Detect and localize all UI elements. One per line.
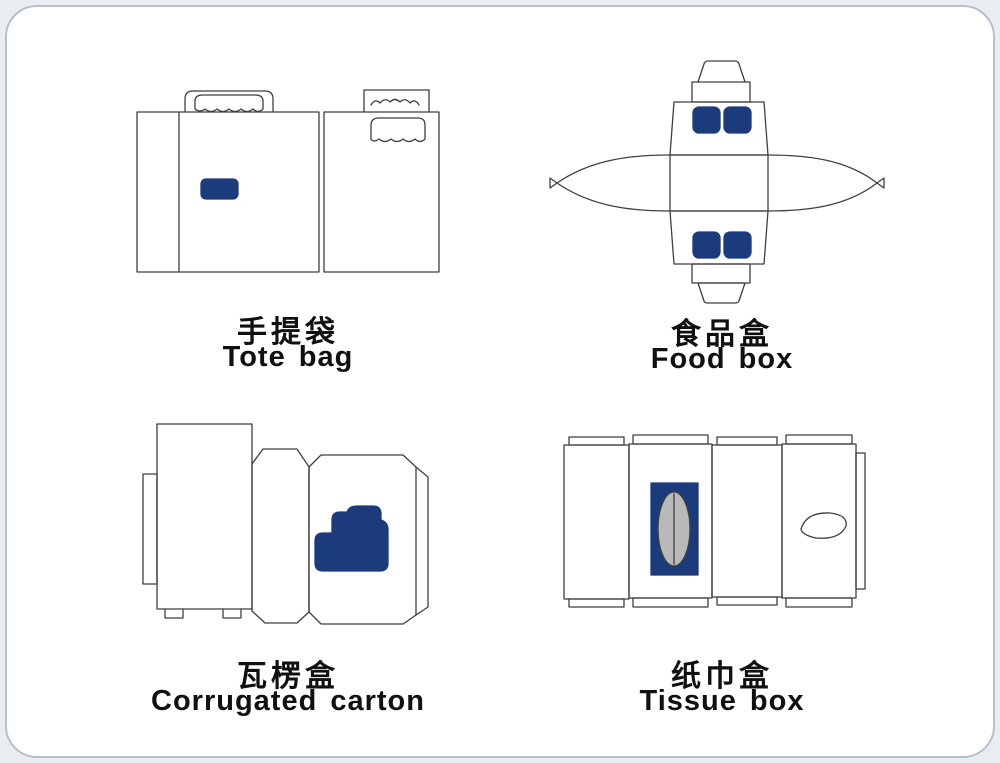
carton-tall-panel — [156, 423, 253, 610]
carton-glue-flap — [142, 473, 158, 585]
food-window-cutout — [723, 106, 752, 134]
corrugated-carton-dieline-icon — [142, 423, 429, 625]
corrugated-carton-label-en: Corrugated carton — [151, 685, 425, 717]
food-window-cutout — [692, 106, 721, 134]
tissue-panel — [711, 444, 783, 598]
tissue-flap — [632, 434, 709, 445]
carton-edge-flap — [415, 466, 429, 616]
tissue-flap — [716, 596, 778, 606]
tissue-flap — [568, 598, 625, 608]
corrugated-carton-label-zh: 瓦楞盒 — [237, 660, 339, 693]
figure-food-box — [547, 55, 887, 305]
tote-body-panel — [136, 111, 320, 273]
carton-blue-print — [314, 505, 389, 572]
carton-middle-panel — [251, 448, 310, 624]
tote-bag-label-zh: 手提袋 — [237, 316, 339, 349]
tote-side-handle-cutout — [370, 117, 426, 143]
tote-handle-cutout — [194, 94, 264, 113]
food-left-tip — [549, 177, 558, 189]
food-box-dieline-icon — [549, 60, 885, 304]
carton-foot-tab — [164, 608, 184, 619]
carton-foot-tab — [222, 608, 242, 619]
tissue-flap — [785, 434, 853, 445]
tote-handle-flap — [184, 90, 274, 113]
tote-blue-patch — [200, 178, 239, 200]
tote-bag-dieline-icon — [136, 89, 440, 273]
tissue-flap — [632, 597, 709, 608]
tissue-flap — [785, 597, 853, 608]
figure-corrugated-carton — [135, 419, 445, 629]
food-right-tip — [876, 177, 885, 189]
food-top-rect — [691, 81, 751, 103]
tissue-thumb-cutout — [800, 512, 847, 539]
food-window-cutout — [692, 231, 721, 259]
tote-side-flap — [363, 89, 430, 113]
tote-bag-label-en: Tote bag — [222, 341, 354, 373]
tote-side-flap-wave — [370, 98, 420, 106]
tissue-end-flap — [855, 452, 866, 590]
food-window-cutout — [723, 231, 752, 259]
food-box-label-en: Food box — [650, 343, 794, 375]
food-box-label-zh: 食品盒 — [671, 318, 773, 351]
food-bottom-tuck — [697, 282, 746, 304]
tissue-box-label-en: Tissue box — [639, 685, 805, 717]
tissue-box-dieline-icon — [563, 434, 866, 608]
tissue-box-label-zh: 纸巾盒 — [671, 660, 773, 693]
tote-side-panel — [323, 111, 440, 273]
food-bottom-rect — [691, 263, 751, 284]
figure-tissue-box — [549, 431, 871, 613]
tissue-flap — [568, 436, 625, 446]
panel-card: 手提袋 Tote bag — [5, 5, 995, 758]
food-top-tuck — [697, 60, 746, 83]
tissue-panel — [563, 444, 630, 600]
food-center-band — [556, 154, 878, 212]
figure-tote-bag — [133, 87, 443, 277]
food-bottom-panel — [669, 210, 769, 265]
tissue-flap — [716, 436, 778, 446]
